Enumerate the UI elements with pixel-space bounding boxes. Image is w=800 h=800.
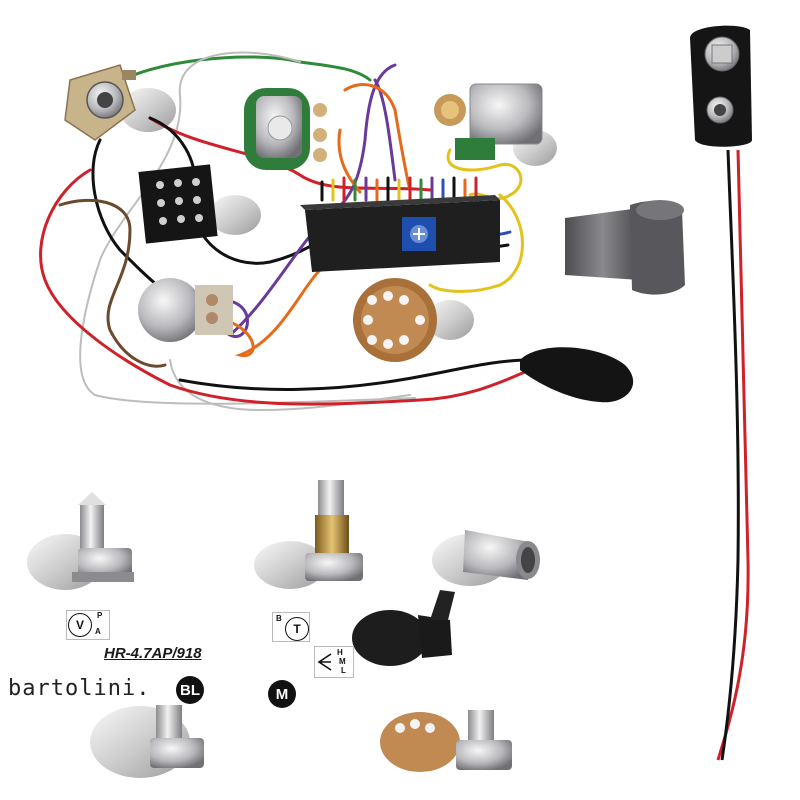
- volume-badge: V: [68, 613, 92, 637]
- brown-wire: [58, 198, 167, 368]
- grey-knob: [565, 200, 685, 295]
- mid-badge: M: [268, 680, 296, 708]
- active-letter: A: [95, 627, 101, 636]
- white-wire: [169, 359, 411, 412]
- pot-left: [138, 278, 233, 342]
- header-wires: [320, 176, 478, 202]
- model-label: HR-4.7AP/918: [104, 645, 202, 662]
- switch-high: H: [337, 648, 343, 657]
- mid-switch-marking: H M L: [314, 646, 354, 678]
- toggle-switch: [352, 590, 455, 666]
- orange-wire: [343, 83, 412, 192]
- washer: [426, 300, 474, 340]
- pot-brown: [353, 278, 437, 362]
- bottom-pot-1: [27, 492, 134, 590]
- bass-letter: B: [276, 614, 282, 623]
- washer: [209, 195, 261, 235]
- white-wire: [79, 51, 416, 405]
- switch-diagram-icon: [317, 653, 332, 671]
- preamp-module: [300, 195, 500, 272]
- brand-dot: .: [136, 676, 151, 701]
- pan-letter: P: [97, 611, 103, 620]
- volume-pan-marking: V P A: [66, 610, 110, 640]
- treble-badge: T: [285, 617, 309, 641]
- treble-marking: B T: [272, 612, 310, 642]
- pot-top-center: [244, 88, 327, 170]
- orange-wire: [337, 128, 362, 194]
- bottom-jack: [432, 530, 540, 586]
- orange-wire: [218, 268, 322, 357]
- switch-mid: M: [339, 657, 346, 666]
- pot-top-right: [434, 83, 543, 160]
- bottom-pot-4: [380, 710, 512, 772]
- black-wire: [178, 358, 532, 391]
- red-wire: [148, 116, 432, 192]
- washer: [120, 88, 176, 132]
- battery-clip-wired: [520, 347, 634, 403]
- pcb-board: [138, 164, 218, 244]
- blend-badge: BL: [176, 676, 204, 704]
- battery-snap: [690, 25, 752, 761]
- green-wire: [110, 55, 372, 88]
- purple-wire: [373, 78, 397, 182]
- brand-text: bartolini: [8, 676, 137, 701]
- bottom-pot-2-brass: [254, 480, 363, 589]
- black-wire: [148, 116, 342, 265]
- switch-low: L: [341, 666, 346, 675]
- yellow-wire: [428, 193, 524, 293]
- output-jack: [64, 64, 136, 141]
- brand-logo: bartolini.: [8, 676, 150, 701]
- bottom-pot-3: [90, 705, 204, 778]
- red-wire: [39, 168, 527, 406]
